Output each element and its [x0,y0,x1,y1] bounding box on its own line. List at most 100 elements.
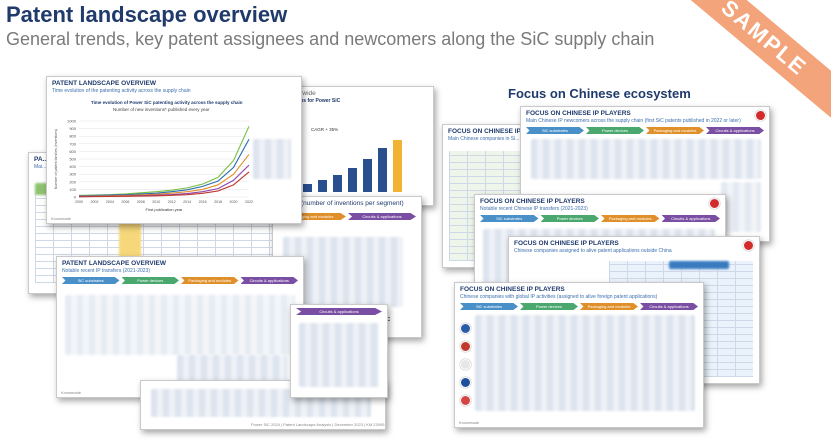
step-circuits: Circuits & applications [348,213,416,220]
slide-table-subtitle: Mai... [34,164,47,170]
step-circuits: Circuits & applications [706,127,764,134]
blurred-transfer-logos [65,295,295,355]
y-tick-label: 900 [69,126,76,131]
x-axis-label: First publication year [146,207,184,212]
supply-chain-steps: Packaging and modules Circuits & applica… [278,213,416,220]
slide-bars-chart-title: ...ons for Power SiC [293,98,341,104]
country-flag-icon [460,359,471,370]
bar [333,175,342,192]
y-tick-label: 200 [69,179,76,184]
slide-cn-e[interactable]: FOCUS ON CHINESE IP PLAYERS Chinese comp… [454,282,704,428]
step-packaging: Packaging and modules [181,277,239,284]
y-tick-label: 600 [69,149,76,154]
series-line [78,138,250,197]
y-tick-label: 0 [74,195,77,200]
supply-chain-steps: Circuits & applications [296,308,382,315]
page-title: Patent landscape overview [6,2,288,27]
step-power-devices: Power devices [520,303,578,310]
y-tick-label: 500 [69,157,76,162]
step-packaging: Packaging and modules [646,127,704,134]
slide-trend-title: PATENT LANDSCAPE OVERVIEW [52,80,157,87]
blurred-newcomer-logos [721,182,761,232]
slide-cn-c-title: FOCUS ON CHINESE IP PLAYERS [480,198,585,205]
bar-chart [303,140,402,192]
bar [363,159,372,192]
x-tick-label: 2012 [168,200,176,204]
y-tick-label: 400 [69,164,76,169]
slide-trend[interactable]: PATENT LANDSCAPE OVERVIEW Time evolution… [46,76,302,224]
supply-chain-steps: SiC substrates Power devices Packaging a… [526,127,764,134]
china-flag-icon [755,110,766,121]
x-tick-label: 2020 [230,200,238,204]
x-tick-label: 2018 [214,200,222,204]
y-tick-label: 800 [69,134,76,139]
x-tick-label: 2000 [75,200,83,204]
slide-bars[interactable]: ...wide ...ons for Power SiC CAGR + 35% [282,86,434,206]
blurred-transfer-text [177,355,287,381]
country-flag-icon [460,341,471,352]
section-title: Focus on Chinese ecosystem [508,86,691,101]
step-power-devices: Power devices [121,277,179,284]
x-tick-label: 2022 [245,200,253,204]
slide-cn-e-subtitle: Chinese companies with global IP activit… [460,294,658,300]
slide-cn-a-title: FOCUS ON CHINESE IP PLAYERS [448,128,537,135]
step-power-devices: Power devices [586,127,644,134]
bar [348,168,357,192]
y-axis-label: Number of patent families (inventions) [54,129,58,190]
slide-bars-title: ...wide [297,90,316,97]
table-highlight [669,261,729,269]
slide-transfers-title: PATENT LANDSCAPE OVERVIEW [62,260,167,267]
step-substrates: SiC substrates [480,215,539,222]
step-packaging: Packaging and modules [278,213,346,220]
x-tick-label: 2006 [121,200,129,204]
step-packaging: Packaging and modules [601,215,660,222]
slide-footer: Knowmade [61,390,82,395]
china-flag-icon [709,198,720,209]
page-subtitle: General trends, key patent assignees and… [6,29,655,49]
bar [378,148,387,192]
supply-chain-steps: SiC substrates Power devices Packaging a… [460,303,698,310]
step-power-devices: Power devices [540,215,599,222]
cagr-text: CAGR [311,127,325,132]
slide-circuits[interactable]: Circuits & applications [290,304,388,398]
step-substrates: SiC substrates [62,277,120,284]
step-substrates: SiC substrates [460,303,518,310]
chart-subtitle: Number of new inventions* published ever… [113,107,210,112]
china-flag-icon [743,240,754,251]
series-line [78,171,250,198]
step-circuits: Circuits & applications [640,303,698,310]
supply-chain-steps: SiC substrates Power devices Packaging a… [62,277,298,284]
x-tick-label: 2008 [137,200,145,204]
step-packaging: Packaging and modules [580,303,638,310]
y-tick-label: 700 [69,141,76,146]
slide-table-title: PA... [34,156,48,163]
slide-footer: Knowmade [51,216,72,221]
slide-footer: Power SiC 2024 | Patent Landscape Analys… [251,422,385,427]
x-tick-label: 2002 [90,200,98,204]
bar [393,140,402,192]
slide-segment-title: (number of inventions per segment) [301,200,404,207]
cagr-label: CAGR + 35% [311,127,338,132]
country-flag-icon [460,395,471,406]
slide-transfers[interactable]: PATENT LANDSCAPE OVERVIEW Notable recent… [56,256,304,398]
blurred-legend [253,139,291,179]
country-flag-icon [460,323,471,334]
bar [303,184,312,192]
y-tick-label: 300 [69,172,76,177]
slide-cn-b-subtitle: Main Chinese IP newcomers across the sup… [526,118,741,124]
slide-cn-b-title: FOCUS ON CHINESE IP PLAYERS [526,110,631,117]
blurred-newcomer-logos [531,139,761,179]
x-tick-label: 2016 [199,200,207,204]
slide-cn-c-subtitle: Notable recent Chinese IP transfers (202… [480,206,588,212]
y-tick-label: 1000 [67,119,77,124]
series-line [78,154,250,197]
slide-trend-subtitle: Time evolution of the patenting activity… [52,88,191,94]
step-substrates: SiC substrates [526,127,584,134]
slide-footer: Knowmade [459,420,480,425]
slide-cn-d-subtitle: Chinese companies assigned to alive pate… [514,248,672,254]
chart-title: Time evolution of Power SiC patenting ac… [91,100,243,105]
blurred-company-logos [475,315,695,411]
y-tick-label: 100 [69,187,76,192]
cagr-value: + 35% [325,127,339,132]
